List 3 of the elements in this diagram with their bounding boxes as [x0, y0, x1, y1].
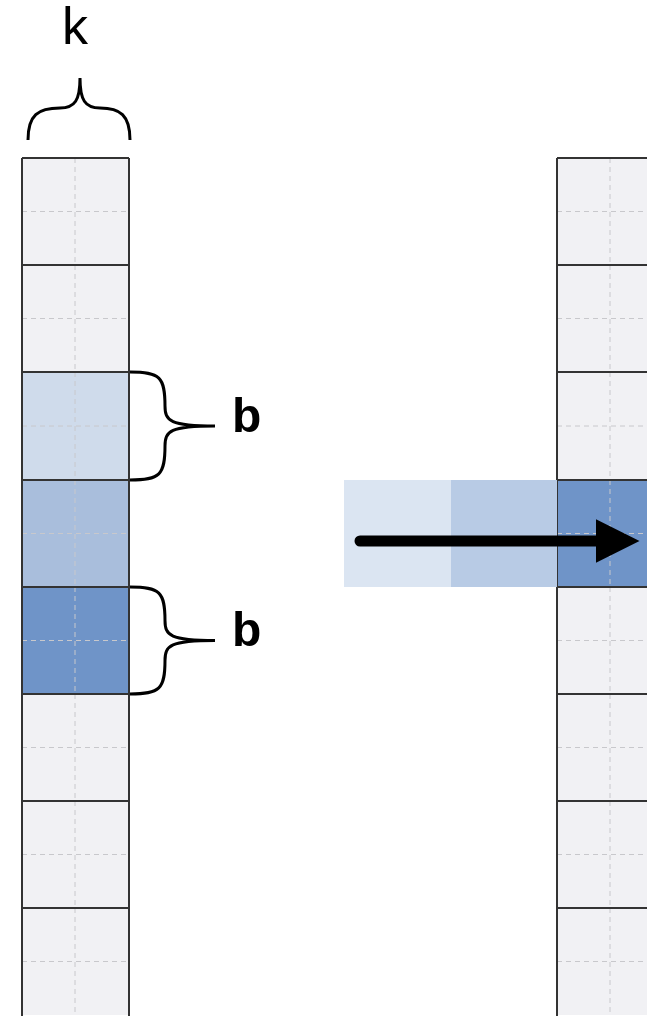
dimension-label: b	[232, 606, 262, 654]
dimension-label: k	[62, 0, 88, 52]
dimension-label: b	[232, 392, 262, 440]
